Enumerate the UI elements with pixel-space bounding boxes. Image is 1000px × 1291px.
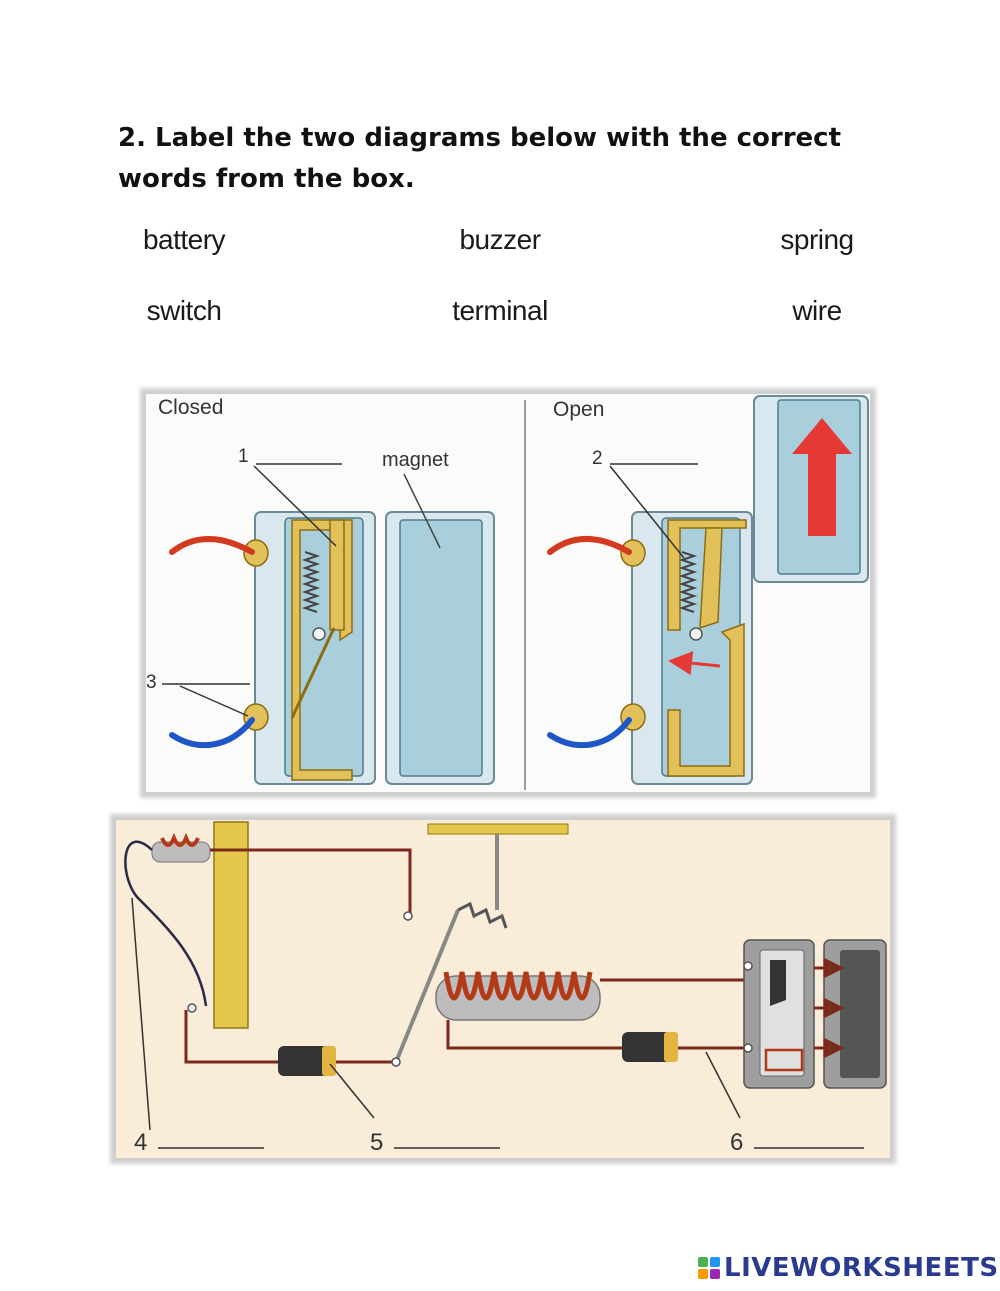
open-label: Open xyxy=(553,398,604,421)
logo-text: LIVEWORKSHEETS xyxy=(724,1253,999,1283)
liveworksheets-logo: LIVEWORKSHEETS xyxy=(698,1253,999,1283)
logo-grid-icon xyxy=(698,1257,720,1279)
word-terminal: terminal xyxy=(452,295,548,326)
word-buzzer: buzzer xyxy=(459,224,541,255)
switch-open xyxy=(547,511,753,785)
label-number-6: 6 xyxy=(730,1129,743,1156)
label-number-3: 3 xyxy=(146,672,157,693)
magnet-open xyxy=(753,395,869,583)
alarm-circuit-diagram: 4 5 6 xyxy=(110,814,896,1164)
label-number-5: 5 xyxy=(370,1129,383,1156)
battery-1 xyxy=(278,1046,336,1076)
reed-switch-diagram: Closed Open magnet 1 xyxy=(140,388,876,798)
word-switch: switch xyxy=(146,295,222,326)
word-spring: spring xyxy=(780,224,854,255)
word-battery: battery xyxy=(142,224,226,255)
wooden-post xyxy=(213,821,249,1029)
label-number-4: 4 xyxy=(134,1129,147,1156)
label-number-2: 2 xyxy=(592,448,603,469)
magnet-closed: magnet xyxy=(382,449,495,785)
magnet-label: magnet xyxy=(382,449,449,471)
question-text: 2. Label the two diagrams below with the… xyxy=(118,123,842,194)
switch-closed xyxy=(169,511,376,785)
up-arrow-icon xyxy=(792,418,852,536)
closed-label: Closed xyxy=(158,396,223,419)
word-wire: wire xyxy=(792,295,842,326)
label-number-1: 1 xyxy=(238,446,249,467)
